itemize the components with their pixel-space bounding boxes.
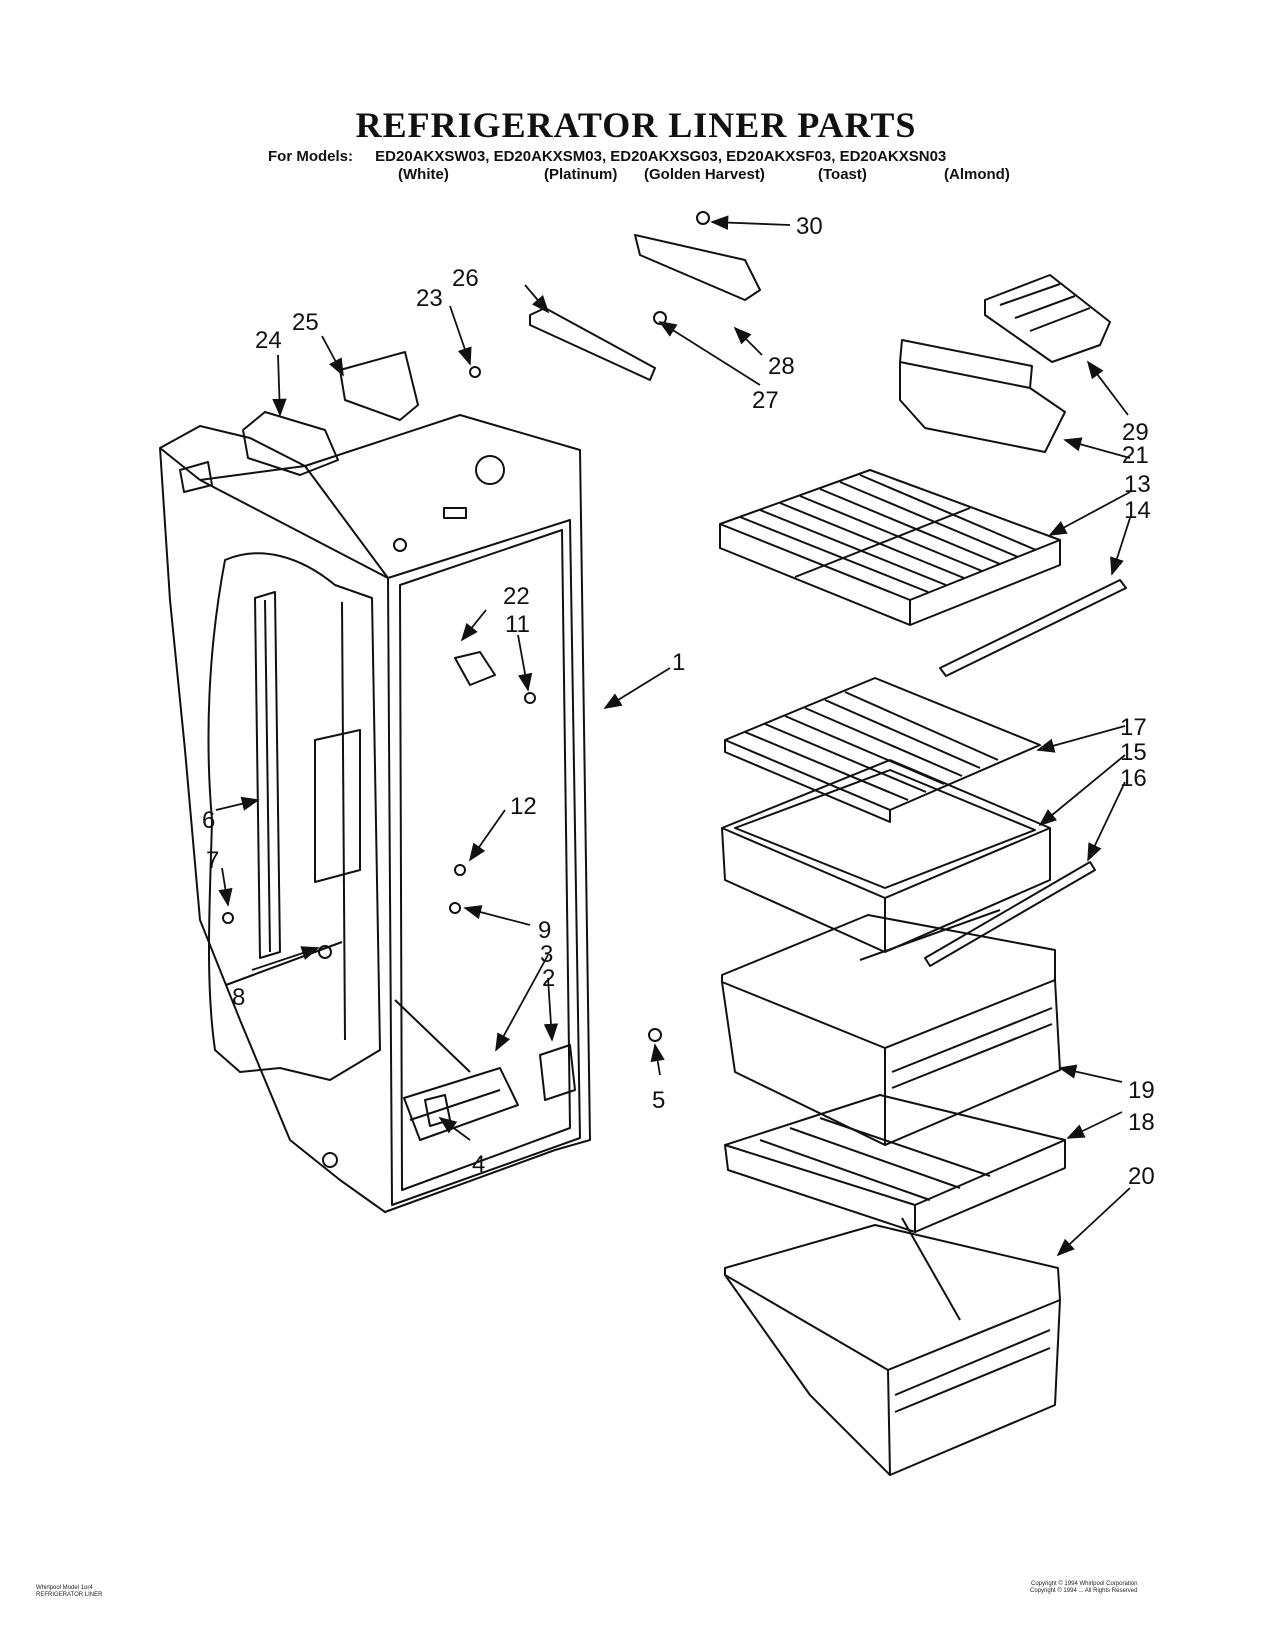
callout-28: 28 [768,353,795,380]
callout-29: 29 [1122,419,1149,446]
crisper-cover-frame [721,759,1051,953]
callout-19: 19 [1128,1077,1155,1104]
model-number: ED20AKXSW03, [375,148,490,165]
top-bracket [634,234,761,301]
lamp-socket [539,1044,576,1101]
mounting-bracket [454,651,496,686]
callout-30: 30 [796,213,823,240]
callout-17: 17 [1120,714,1147,741]
callout-14: 14 [1124,497,1151,524]
callout-labels: 30 26 23 25 24 28 27 29 21 13 14 22 11 1… [202,213,1155,1190]
callout-1: 1 [672,649,685,676]
model-number: ED20AKXSM03, [493,148,607,165]
shelf-trim-strip [939,579,1127,677]
callout-25: 25 [292,309,319,336]
callout-23: 23 [416,285,443,312]
meat-pan [724,1217,1061,1476]
top-rail [529,307,656,381]
callout-24: 24 [255,327,282,354]
model-color: (Platinum) [544,166,618,183]
storage-bin [899,339,1066,453]
callout-7: 7 [206,847,219,874]
callout-22: 22 [503,583,530,610]
divider-rod [924,861,1096,967]
model-color: (Toast) [818,166,867,183]
clip-icon [696,211,710,225]
model-color: (Almond) [944,166,1010,183]
model-number: ED20AKXSN03 [839,148,947,165]
crisper-drawer [721,909,1061,1146]
models-prefix: For Models: [268,148,353,165]
pan-cover [724,1094,1066,1233]
callout-12: 12 [510,793,537,820]
callout-21: 21 [1122,442,1149,469]
callout-26: 26 [452,265,479,292]
callout-2: 2 [542,965,555,992]
callout-13: 13 [1124,471,1151,498]
screw-icon [648,1028,662,1042]
callout-3: 3 [540,941,553,968]
callout-27: 27 [752,387,779,414]
screw-icon [222,912,234,924]
callout-5: 5 [652,1087,665,1114]
callout-9: 9 [538,917,551,944]
model-color: (Golden Harvest) [644,166,765,183]
callout-15: 15 [1120,739,1147,766]
model-number: ED20AKXSF03, [726,148,836,165]
callout-18: 18 [1128,1109,1155,1136]
callout-4: 4 [472,1151,485,1178]
control-housing [242,411,339,476]
models-line: For Models: ED20AKXSW03, ED20AKXSM03, ED… [268,148,946,165]
model-number: ED20AKXSG03, [610,148,722,165]
callout-20: 20 [1128,1163,1155,1190]
footer-left-line2: REFRIGERATOR LINER [36,1592,103,1598]
callout-8: 8 [232,984,245,1011]
callout-11: 11 [505,611,530,638]
screw-icon [469,366,481,378]
screw-icon [454,864,466,876]
screw-icon [449,902,461,914]
footer-right-line2: Copyright © 1994 ... All Rights Reserved [1030,1588,1138,1594]
footer-left: Whirlpool Model 1or4 REFRIGERATOR LINER [36,1585,102,1599]
screw-icon [524,692,536,704]
footer-left-line1: Whirlpool Model 1or4 [36,1585,93,1591]
page-title: REFRIGERATOR LINER PARTS [355,105,917,145]
callout-16: 16 [1120,765,1147,792]
crisper-cover [724,677,1041,823]
footer-right: Copyright © 1994 Whirlpool Corporation C… [1030,1581,1137,1595]
wire-shelf [719,469,1061,626]
footer-right-line1: Copyright © 1994 Whirlpool Corporation [1031,1581,1138,1587]
ice-tray [984,274,1111,363]
callout-6: 6 [202,807,215,834]
model-color: (White) [398,166,449,183]
control-bracket [339,351,419,421]
refrigerator-liner-cabinet [159,414,591,1213]
